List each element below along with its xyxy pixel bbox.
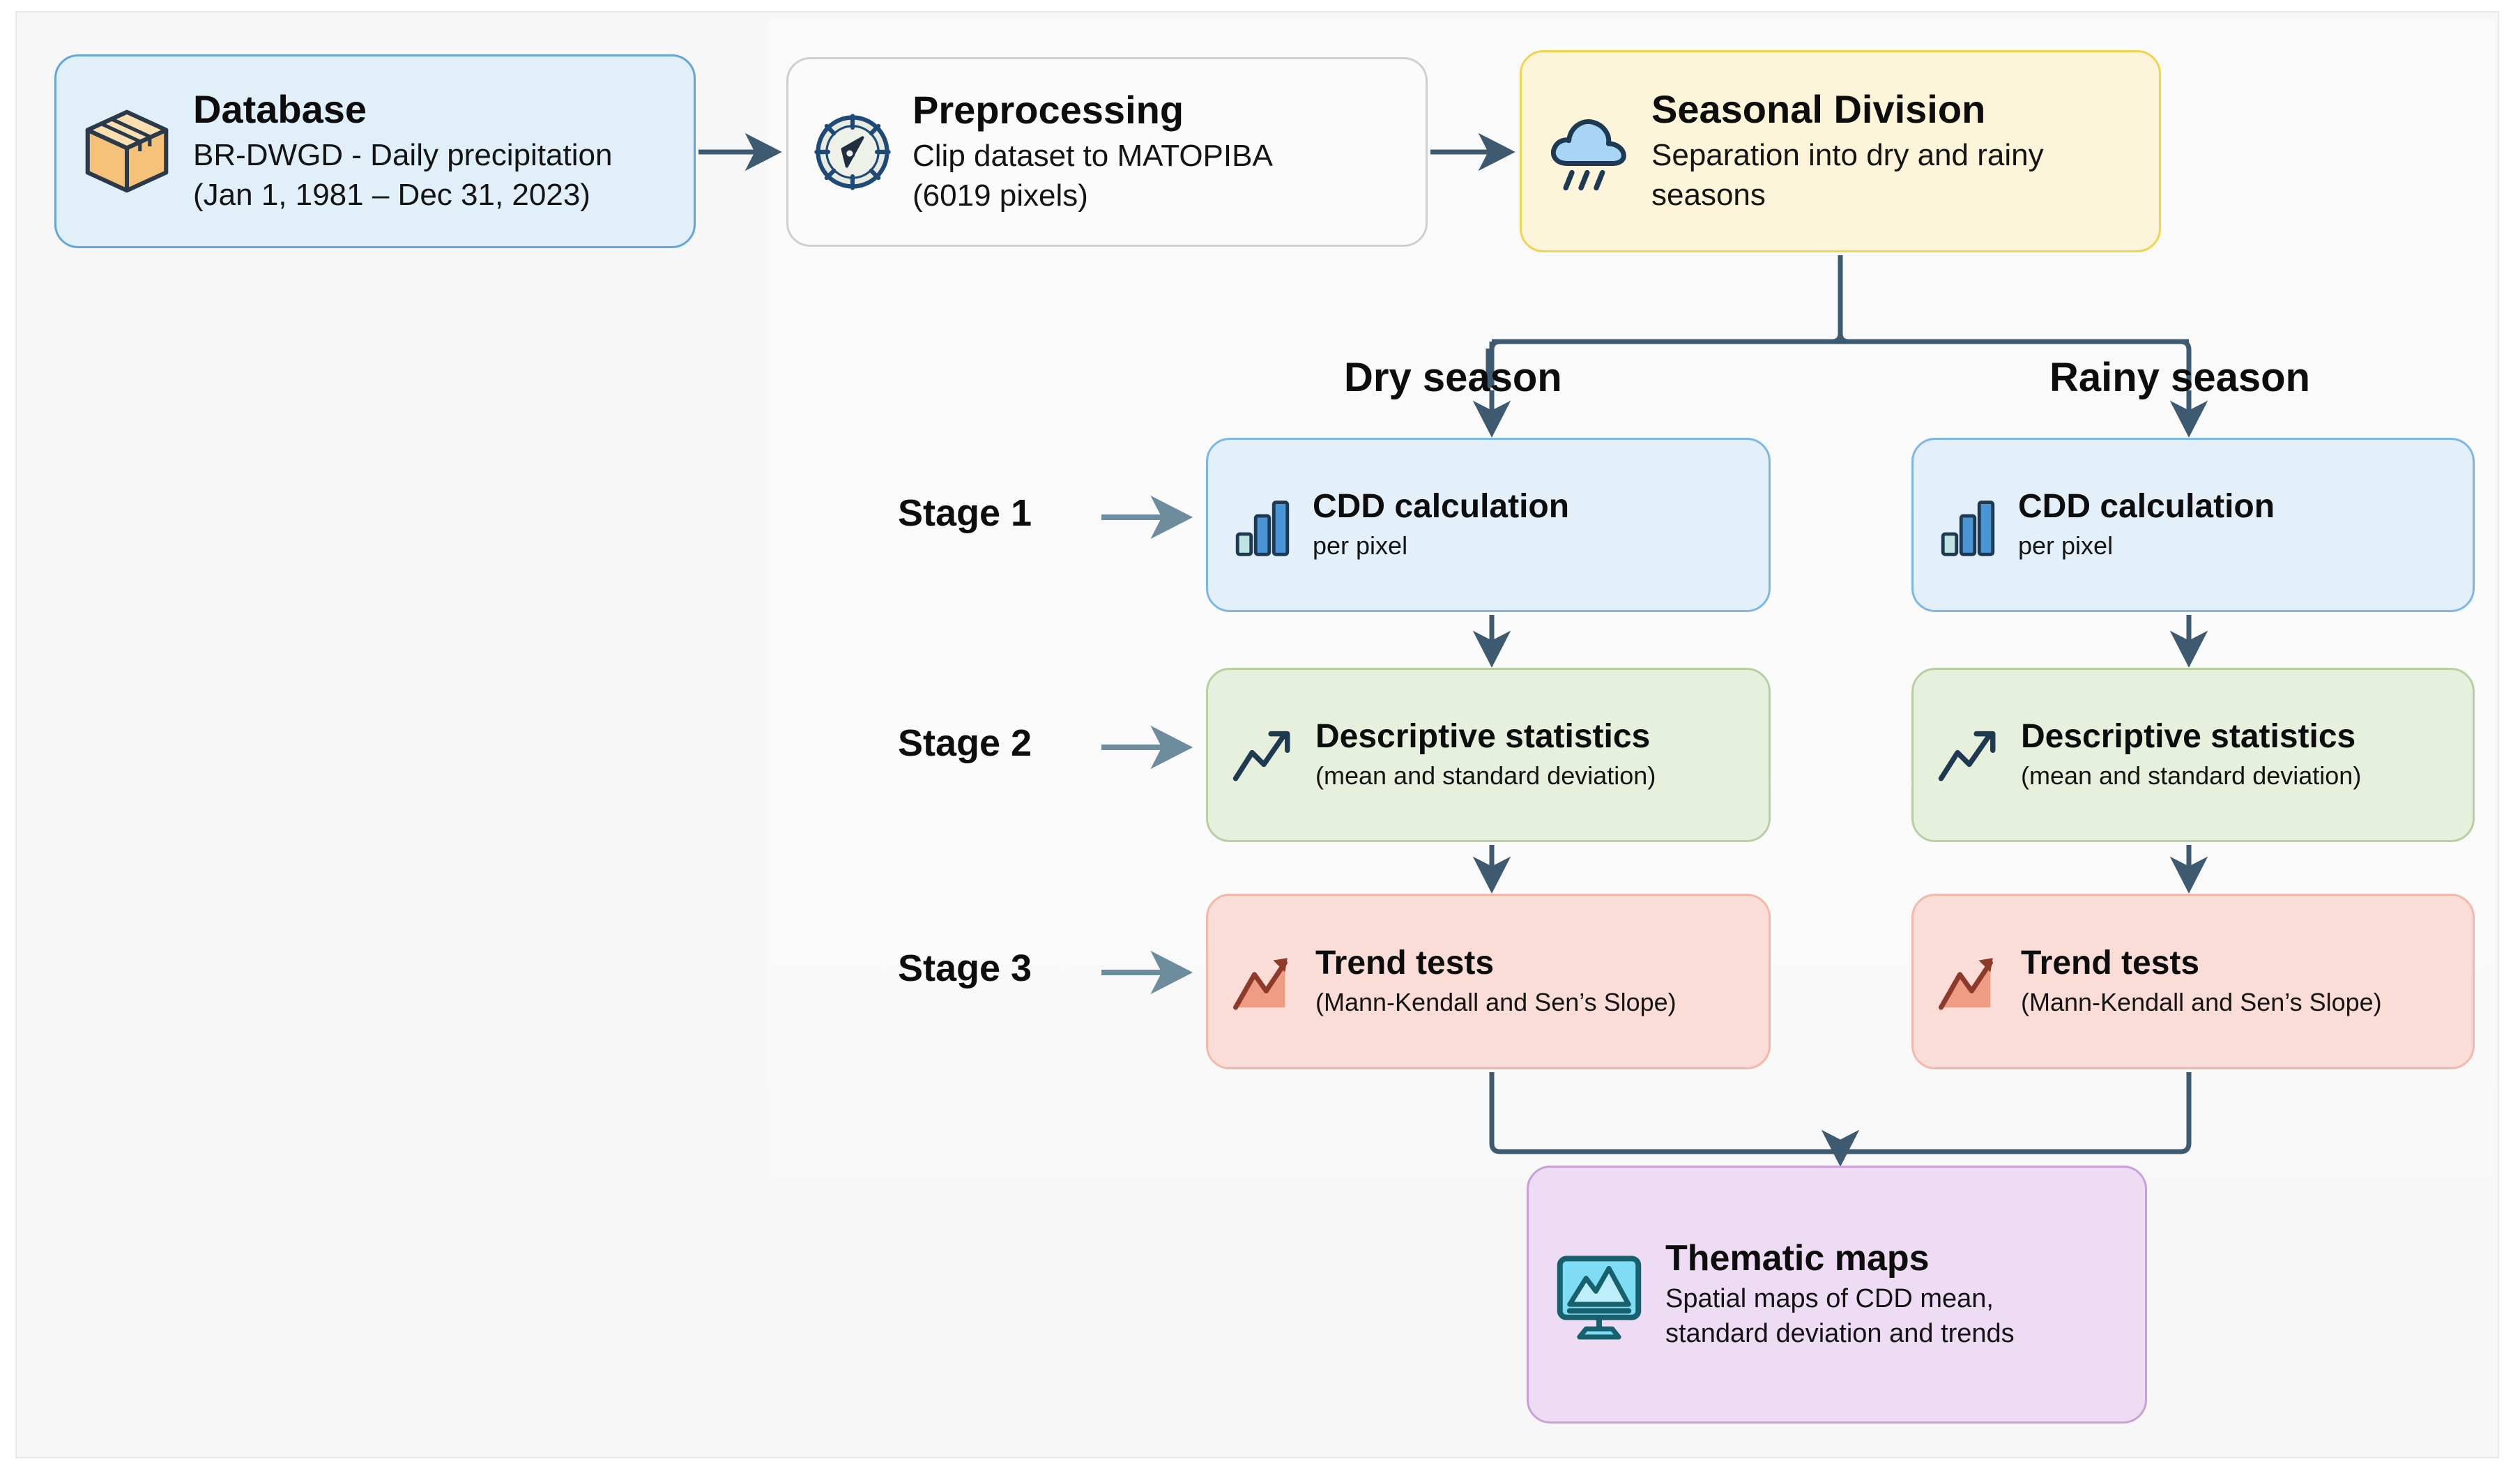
cdd-dry-title: CDD calculation (1313, 488, 1570, 526)
thematic-title: Thematic maps (1665, 1238, 1930, 1279)
stats-rainy-sub: (mean and standard deviation) (2021, 761, 2362, 791)
monitor-map-icon (1547, 1242, 1651, 1347)
thematic-text: Thematic maps Spatial maps of CDD mean, … (1665, 1238, 2127, 1351)
label-dry-season: Dry season (1344, 355, 1562, 400)
cdd-rainy-title: CDD calculation (2018, 488, 2275, 526)
compass-icon (807, 106, 899, 198)
thematic-sub-line2: standard deviation and trends (1665, 1319, 2015, 1349)
trend-line-icon (1226, 717, 1301, 793)
trend-rainy-sub: (Mann-Kendall and Sen’s Slope) (2021, 988, 2382, 1017)
trend-rainy-title: Trend tests (2021, 945, 2200, 982)
seasonal-sub-line1: Separation into dry and rainy (1651, 137, 2044, 172)
stats-dry-text: Descriptive statistics (mean and standar… (1315, 718, 1750, 791)
thematic-sub-line1: Spatial maps of CDD mean, (1665, 1284, 1994, 1314)
node-thematic-maps[interactable]: Thematic maps Spatial maps of CDD mean, … (1527, 1166, 2147, 1424)
cdd-rainy-text: CDD calculation per pixel (2018, 488, 2454, 561)
database-title: Database (193, 87, 367, 132)
trend-dry-text: Trend tests (Mann-Kendall and Sen’s Slop… (1315, 945, 1750, 1018)
seasonal-sub-line2: seasons (1651, 178, 1766, 213)
database-text: Database BR-DWGD - Daily precipitation (… (193, 87, 675, 215)
area-trend-icon (1226, 944, 1301, 1019)
node-trend-tests-dry[interactable]: Trend tests (Mann-Kendall and Sen’s Slop… (1206, 894, 1771, 1069)
stats-dry-sub: (mean and standard deviation) (1315, 761, 1656, 791)
node-database[interactable]: Database BR-DWGD - Daily precipitation (… (54, 54, 696, 248)
node-preprocessing[interactable]: Preprocessing Clip dataset to MATOPIBA (… (786, 57, 1428, 247)
bar-chart-icon (1226, 489, 1299, 561)
node-descriptive-statistics-rainy[interactable]: Descriptive statistics (mean and standar… (1911, 668, 2475, 842)
trend-dry-title: Trend tests (1315, 945, 1495, 982)
node-cdd-calculation-dry[interactable]: CDD calculation per pixel (1206, 438, 1771, 612)
stats-dry-title: Descriptive statistics (1315, 718, 1651, 756)
preprocessing-sub-line2: (6019 pixels) (912, 178, 1088, 213)
preprocessing-title: Preprocessing (912, 88, 1184, 132)
trend-dry-sub: (Mann-Kendall and Sen’s Slope) (1315, 988, 1677, 1017)
label-stage-1: Stage 1 (898, 492, 1032, 534)
cdd-dry-text: CDD calculation per pixel (1313, 488, 1750, 561)
cdd-dry-sub: per pixel (1313, 531, 1408, 560)
trend-line-icon (1932, 717, 2007, 793)
package-box-icon (75, 99, 179, 204)
area-trend-icon (1932, 944, 2007, 1019)
bar-chart-icon (1932, 489, 2004, 561)
preprocessing-sub-line1: Clip dataset to MATOPIBA (912, 138, 1273, 173)
cdd-rainy-sub: per pixel (2018, 531, 2114, 560)
node-seasonal-division[interactable]: Seasonal Division Separation into dry an… (1520, 50, 2161, 252)
stats-rainy-text: Descriptive statistics (mean and standar… (2021, 718, 2454, 791)
seasonal-title: Seasonal Division (1651, 87, 1986, 132)
stats-rainy-title: Descriptive statistics (2021, 718, 2356, 756)
database-sub-line2: (Jan 1, 1981 – Dec 31, 2023) (193, 178, 590, 213)
seasonal-text: Seasonal Division Separation into dry an… (1651, 87, 2141, 215)
preprocessing-text: Preprocessing Clip dataset to MATOPIBA (… (912, 88, 1407, 215)
label-stage-2: Stage 2 (898, 722, 1032, 764)
label-rainy-season: Rainy season (2049, 355, 2310, 400)
database-sub-line1: BR-DWGD - Daily precipitation (193, 137, 613, 172)
rain-cloud-icon (1540, 102, 1637, 200)
node-trend-tests-rainy[interactable]: Trend tests (Mann-Kendall and Sen’s Slop… (1911, 894, 2475, 1069)
trend-rainy-text: Trend tests (Mann-Kendall and Sen’s Slop… (2021, 945, 2454, 1018)
node-descriptive-statistics-dry[interactable]: Descriptive statistics (mean and standar… (1206, 668, 1771, 842)
node-cdd-calculation-rainy[interactable]: CDD calculation per pixel (1911, 438, 2475, 612)
label-stage-3: Stage 3 (898, 947, 1032, 989)
